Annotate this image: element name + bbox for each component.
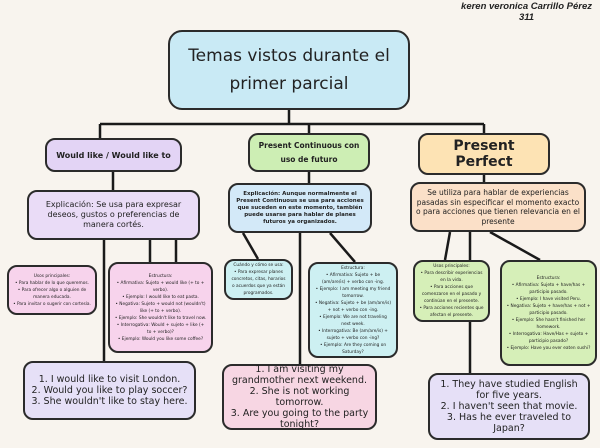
example-line: 2. I haven't seen that movie. (440, 401, 578, 412)
topic-label: Would like / Would like to (56, 150, 171, 160)
explanation-text: Se utiliza para hablar de experiencias p… (416, 188, 580, 226)
author-label: keren veronica Carrillo Pérez 311 (461, 1, 592, 23)
structure-line: • Ejemplo: Are they coming on Saturday? (319, 342, 387, 355)
structure-present-continuous: Estructura:• Afirmativa: Sujeto + be (am… (308, 262, 398, 358)
structure-line: • Negativa: Sujeto + would not (wouldn't… (115, 301, 206, 314)
structure-line: • Interrogativa: Would + sujeto + like (… (116, 322, 205, 335)
uses-would-like: Usos principales:• Para hablar de lo que… (7, 265, 97, 315)
author-group: 311 (518, 12, 535, 23)
structure-line: • Ejemplo: We are not traveling next wee… (319, 314, 387, 327)
topic-would-like: Would like / Would like to (45, 138, 182, 172)
examples-would-like: 1. I would like to visit London.2. Would… (23, 361, 196, 420)
topic-present-continuous: Present Continuous con uso de futuro (248, 133, 370, 172)
structure-line: • Afirmativa: Sujeto + would like (+ to … (116, 280, 205, 293)
uses-line: • Para invitar o sugerir con cortesía. (13, 301, 91, 307)
author-name: keren veronica Carrillo Pérez (461, 1, 592, 12)
uses-present-perfect: Usos principales: • Para describir experi… (413, 260, 490, 322)
uses-line: • Para describir experiencias en la vida… (420, 271, 483, 283)
structure-line: Estructura: (148, 273, 173, 279)
structure-present-perfect: Estructura:• Afirmativa: Sujeto + have/h… (500, 260, 597, 366)
uses-present-continuous: Cuándo y cómo se usa: • Para expresar pla… (224, 259, 293, 300)
uses-line: • Para acciones que comenzaron en el pas… (421, 285, 482, 304)
structure-line: Estructura: (536, 275, 561, 281)
structure-would-like: Estructura:• Afirmativa: Sujeto + would … (108, 262, 213, 353)
uses-line: • Para hablar de lo que queremos. (15, 280, 89, 286)
explanation-present-continuous: Explicación: Aunque normalmente el Prese… (228, 183, 372, 233)
example-line: 1. I would like to visit London. (38, 374, 181, 385)
topic-label: Present Perfect (453, 138, 515, 170)
structure-line: • Interrogativa: Be (am/are/is) + sujeto… (318, 328, 388, 341)
structure-line: • Afirmativa: Sujeto + be (am/are/is) + … (321, 272, 385, 285)
structure-line: • Negativa: Sujeto + be (am/are/is) + no… (314, 300, 392, 313)
explanation-text: Explicación: Se usa para expresar deseos… (45, 200, 182, 229)
topic-label: Present Continuous con uso de futuro (258, 140, 360, 164)
uses-line: • Para ofrecer algo o alguien de manera … (17, 287, 87, 300)
structure-line: • Ejemplo: She hasn't finished her homew… (511, 317, 586, 330)
explanation-text: Explicación: Aunque normalmente el Prese… (236, 190, 364, 225)
structure-line: • Ejemplo: Would you like some coffee? (117, 336, 204, 342)
uses-line: • Para acciones recientes que afectan el… (419, 306, 484, 318)
structure-line: • Afirmativa: Sujeto + have/has + partic… (511, 282, 586, 295)
example-line: 2. Would you like to play soccer? (31, 385, 188, 396)
topic-present-perfect: Present Perfect (418, 133, 550, 175)
uses-line: Cuándo y cómo se usa: (233, 263, 284, 268)
example-line: 1. They have studied English for five ye… (440, 379, 578, 401)
title-box: Temas vistos durante el primer parcial (168, 30, 410, 110)
example-line: 2. She is not working tomorrow. (249, 386, 350, 408)
uses-line: Usos principales: (33, 273, 71, 279)
structure-line: • Ejemplo: I am meeting my friend tomorr… (315, 286, 391, 299)
explanation-present-perfect: Se utiliza para hablar de experiencias p… (410, 182, 586, 232)
structure-line: • Ejemplo: I would like to eat pasta. (122, 294, 199, 300)
example-line: 1. I am visiting my grandmother next wee… (232, 364, 367, 386)
uses-line: Usos principales: (433, 264, 470, 269)
structure-line: • Negativa: Sujeto + have/has + not + pa… (506, 303, 591, 316)
example-line: 3. Has he ever traveled to Japan? (446, 412, 572, 434)
structure-line: • Ejemplo: Have you ever eaten sushi? (506, 345, 591, 351)
structure-line: • Ejemplo: I have visited Peru. (515, 296, 582, 302)
structure-line: Estructura: (341, 265, 365, 271)
examples-present-perfect: 1. They have studied English for five ye… (428, 373, 590, 440)
example-line: 3. Are you going to the party tonight? (230, 408, 369, 430)
structure-line: • Interrogativa: Have/Has + sujeto + par… (508, 331, 589, 344)
title-line-2: primer parcial (229, 74, 349, 94)
explanation-would-like: Explicación: Se usa para expresar deseos… (27, 190, 200, 240)
structure-line: • Ejemplo: She wouldn't like to travel n… (114, 315, 207, 321)
examples-present-continuous: 1. I am visiting my grandmother next wee… (222, 364, 377, 430)
title-line-1: Temas vistos durante el (188, 46, 390, 66)
uses-line: • Para expresar planes concretos, citas,… (231, 270, 286, 296)
example-line: 3. She wouldn't like to stay here. (31, 396, 188, 407)
